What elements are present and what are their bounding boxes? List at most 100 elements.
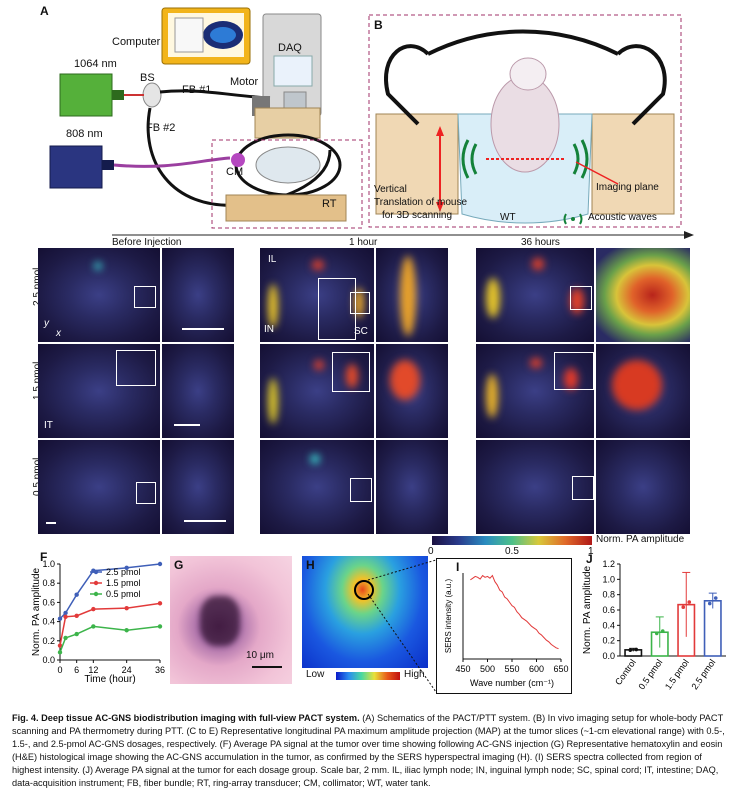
pa-image-e-before-zoom	[162, 440, 234, 534]
roi-box	[134, 286, 156, 308]
imaging-plane-label: Imaging plane	[596, 182, 659, 193]
motor-label: Motor	[230, 76, 259, 88]
figure-caption: Fig. 4. Deep tissue AC-GNS biodistributi…	[12, 712, 734, 790]
pa-image-c-36h	[476, 248, 594, 342]
scale-bar	[182, 328, 224, 330]
sers-hyperspectral-map	[302, 556, 428, 668]
column-before-injection: Before Injection	[112, 237, 182, 248]
y-tick-label: 0.6	[42, 597, 55, 607]
data-point	[74, 592, 79, 597]
pa-image-e-36h	[476, 440, 594, 534]
x-tick-label: 550	[504, 664, 519, 674]
roi-box	[318, 278, 356, 340]
setup-schematic	[49, 7, 363, 229]
x-tick-label: 1.5 pmol	[663, 657, 691, 691]
imaging-setup-diagram	[368, 14, 682, 228]
x-tick-label: Control	[613, 657, 638, 687]
x-tick-label: 2.5 pmol	[689, 657, 717, 691]
replicate-point	[628, 648, 633, 652]
roi-box	[350, 292, 370, 314]
fb2-label: FB #2	[146, 122, 176, 134]
caption-body: (A) Schematics of the PACT/PTT system. (…	[12, 713, 725, 788]
data-point	[91, 606, 96, 612]
roi-box	[116, 350, 156, 386]
timeline-arrow	[112, 231, 694, 239]
water-tank-label: WT	[500, 212, 516, 223]
panel-b-letter: B	[374, 18, 383, 32]
x-tick-label: 0.5 pmol	[636, 657, 664, 691]
panel-h-letter: H	[306, 558, 315, 572]
he-histology-image: 10 μm	[170, 556, 292, 684]
y-tick-label: 0.8	[42, 578, 55, 588]
scale-bar	[252, 666, 282, 668]
y-tick-label: 1.2	[602, 559, 615, 569]
legend-label: 0.5 pmol	[106, 589, 141, 599]
pa-image-e-1h-zoom	[376, 440, 448, 534]
data-point	[57, 616, 63, 621]
legend-marker	[93, 580, 99, 586]
sers-low-label: Low	[306, 669, 325, 680]
data-point	[63, 614, 68, 619]
y-tick-label: 0.8	[602, 590, 615, 600]
data-point	[157, 601, 163, 606]
pa-image-e-36h-zoom	[596, 440, 690, 534]
x-tick-label: 500	[480, 664, 495, 674]
pa-image-c-36h-zoom	[596, 248, 690, 342]
roi-box	[570, 286, 592, 310]
replicate-point	[654, 631, 659, 636]
data-point	[91, 624, 96, 629]
axis-y-label: y	[44, 318, 49, 329]
panel-j-letter: J	[586, 552, 593, 566]
data-point	[57, 643, 63, 648]
y-tick-label: 0.0	[602, 651, 615, 661]
x-tick-label: 24	[122, 665, 132, 675]
pa-image-e-1h	[260, 440, 374, 534]
axis-x-label: x	[56, 328, 61, 339]
x-tick-label: 0	[57, 665, 62, 675]
daq-label: DAQ	[278, 42, 302, 54]
annotation-it: IT	[44, 420, 53, 431]
fb1-label: FB #1	[182, 84, 212, 96]
replicate-point	[660, 629, 665, 633]
column-1-hour: 1 hour	[349, 237, 378, 248]
highest-intensity-marker	[354, 580, 374, 600]
panel-f-letter: F	[40, 550, 48, 564]
panel-i-letter: I	[456, 560, 460, 574]
translation-label: Translation of mouse	[374, 197, 468, 208]
data-point	[157, 624, 163, 629]
roi-box	[136, 482, 156, 504]
pa-image-c-1h-zoom	[376, 248, 448, 342]
data-point	[157, 561, 163, 567]
replicate-point	[707, 601, 712, 606]
sers-spectrum-frame	[436, 558, 572, 694]
bar	[703, 599, 722, 657]
y-axis-label: Norm. PA amplitude	[31, 567, 42, 656]
y-tick-label: 0.4	[602, 620, 615, 630]
annotation-in: IN	[264, 324, 274, 335]
y-tick-label: 1.0	[602, 574, 615, 584]
panel-g-letter: G	[174, 558, 184, 572]
legend-marker	[93, 591, 99, 597]
roi-box	[572, 476, 594, 500]
colorbar-tick-1: 1	[588, 546, 594, 557]
colorbar	[432, 536, 592, 545]
panel-a-letter: A	[40, 4, 49, 18]
replicate-point	[687, 600, 692, 604]
y-axis-label: Norm. PA amplitude	[582, 565, 593, 654]
pa-image-e-before	[38, 440, 160, 534]
acoustic-waves-label: Acoustic waves	[588, 212, 657, 223]
colorbar-label: Norm. PA amplitude	[596, 534, 685, 545]
x-tick-label: 12	[88, 665, 98, 675]
replicate-point	[713, 596, 718, 600]
roi-box	[350, 478, 372, 502]
data-point	[63, 610, 68, 616]
scale-bar	[46, 522, 56, 524]
legend-marker	[93, 569, 99, 575]
pa-image-c-before	[38, 248, 160, 342]
replicate-point	[634, 647, 639, 652]
pa-image-d-before	[38, 344, 160, 438]
x-axis-label: Wave number (cm⁻¹)	[470, 678, 554, 688]
pa-image-d-36h-zoom	[596, 344, 690, 438]
he-scale-label: 10 μm	[246, 650, 274, 661]
